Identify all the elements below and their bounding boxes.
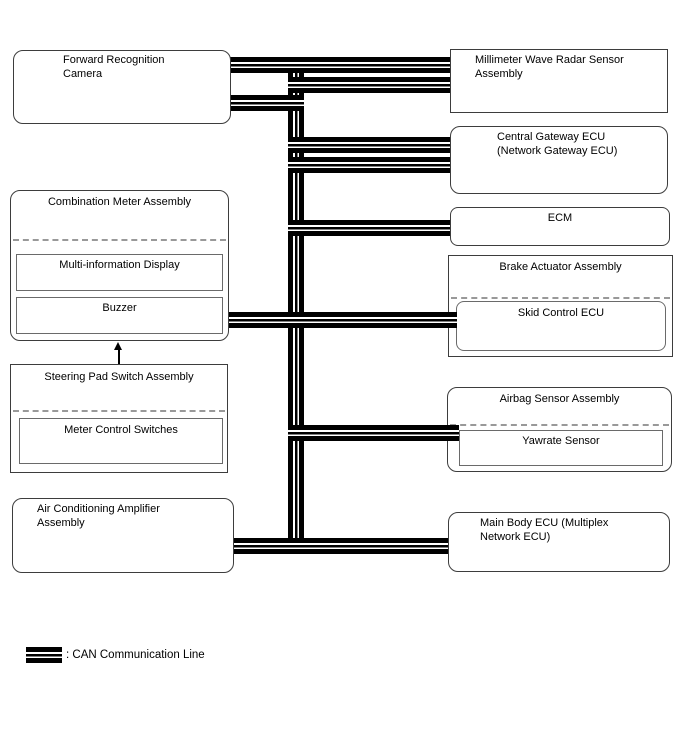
can-line-trunk-to-gateway-1 xyxy=(288,137,451,153)
box-meter-control-switches: Meter Control Switches xyxy=(19,418,223,464)
legend-label: : CAN Communication Line xyxy=(66,649,205,661)
can-line-camera-to-radar xyxy=(230,57,452,73)
dashed-divider xyxy=(450,424,669,426)
box-ecm: ECM xyxy=(450,207,670,246)
box-steering-pad-switch-assembly: Steering Pad Switch Assembly Meter Contr… xyxy=(10,364,228,473)
can-line-meter-to-skid-control xyxy=(229,312,457,328)
up-arrow-icon xyxy=(113,342,125,364)
can-line-camera-to-trunk xyxy=(230,95,304,111)
box-main-body-ecu: Main Body ECU (Multiplex Network ECU) xyxy=(448,512,670,572)
box-central-gateway-ecu: Central Gateway ECU (Network Gateway ECU… xyxy=(450,126,668,194)
dashed-divider xyxy=(451,297,670,299)
box-title: Multi-information Display xyxy=(59,259,180,271)
box-airbag-sensor-assembly: Airbag Sensor Assembly Yawrate Sensor xyxy=(447,387,672,472)
box-yawrate-sensor: Yawrate Sensor xyxy=(459,430,663,466)
can-trunk-line xyxy=(288,60,304,554)
box-millimeter-wave-radar-sensor: Millimeter Wave Radar Sensor Assembly xyxy=(450,49,668,113)
box-air-conditioning-amplifier: Air Conditioning Amplifier Assembly xyxy=(12,498,234,573)
can-line-trunk-to-ecm xyxy=(288,220,451,236)
box-title: Millimeter Wave Radar Sensor Assembly xyxy=(475,54,624,80)
dashed-divider xyxy=(13,410,225,412)
can-line-ac-to-main-body xyxy=(234,538,448,554)
arrowhead xyxy=(114,342,122,350)
can-line-trunk-to-gateway-2 xyxy=(288,157,451,173)
box-title: Meter Control Switches xyxy=(64,424,178,436)
arrow-shaft xyxy=(118,349,120,364)
dashed-divider xyxy=(13,239,226,241)
box-skid-control-ecu: Skid Control ECU xyxy=(456,301,666,351)
can-line-trunk-to-radar xyxy=(288,77,452,93)
box-title: Yawrate Sensor xyxy=(522,435,600,447)
box-combination-meter-assembly: Combination Meter Assembly Multi-informa… xyxy=(10,190,229,341)
can-line-trunk-to-airbag xyxy=(288,425,459,441)
box-title: Skid Control ECU xyxy=(517,307,605,319)
box-multi-information-display: Multi-information Display xyxy=(16,254,223,291)
box-brake-actuator-assembly: Brake Actuator Assembly Skid Control ECU xyxy=(448,255,673,357)
box-title: Combination Meter Assembly xyxy=(47,196,192,208)
box-title: Forward Recognition Camera xyxy=(63,54,165,80)
box-title: Airbag Sensor Assembly xyxy=(499,393,620,405)
box-title: Buzzer xyxy=(102,302,137,314)
box-title: Central Gateway ECU (Network Gateway ECU… xyxy=(497,131,618,157)
box-forward-recognition-camera: Forward Recognition Camera xyxy=(13,50,231,124)
box-title: Main Body ECU (Multiplex Network ECU) xyxy=(480,517,609,543)
can-triple-line-icon xyxy=(26,647,62,663)
box-buzzer: Buzzer xyxy=(16,297,223,334)
box-title: ECM xyxy=(547,212,573,224)
box-title: Brake Actuator Assembly xyxy=(499,261,622,273)
box-title: Air Conditioning Amplifier Assembly xyxy=(37,503,160,529)
box-title: Steering Pad Switch Assembly xyxy=(44,371,194,383)
